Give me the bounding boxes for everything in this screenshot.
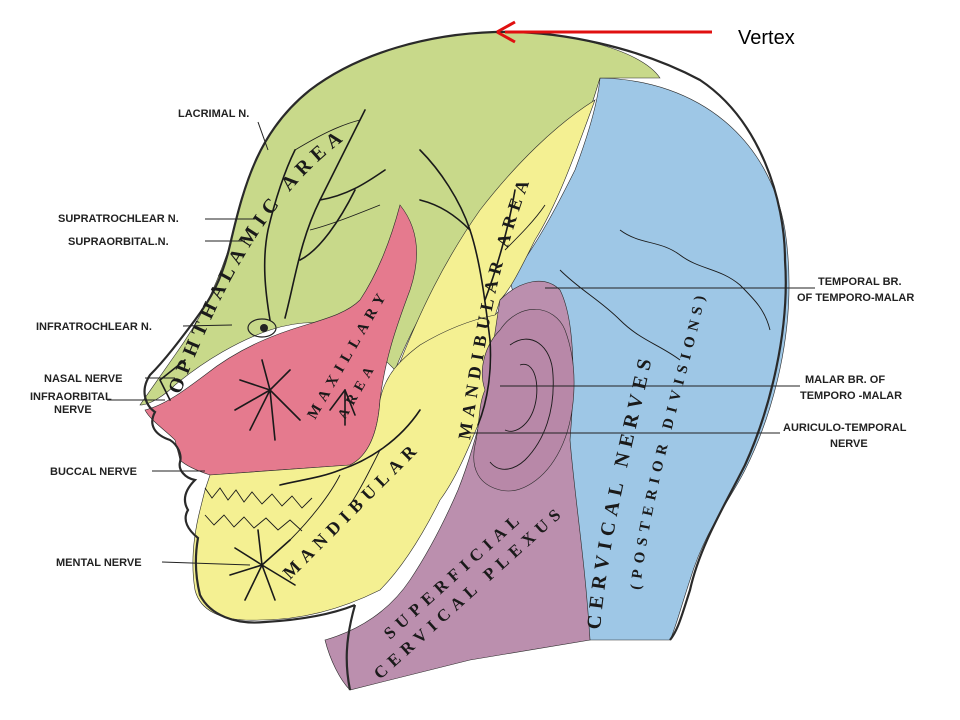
ear-helix <box>489 338 554 470</box>
label-infraorbital: INFRAORBITAL <box>30 391 112 403</box>
ear-antihelix <box>504 364 538 432</box>
label-supratrochlear: SUPRATROCHLEAR N. <box>58 213 179 225</box>
label-auriculo-temporal: AURICULO-TEMPORAL <box>783 422 907 434</box>
vertex-label: Vertex <box>738 27 795 49</box>
label-temporo-malar: OF TEMPORO-MALAR <box>797 292 914 304</box>
label-nasal: NASAL NERVE <box>44 373 122 385</box>
label-malar-br: MALAR BR. OF <box>805 374 885 386</box>
teeth <box>204 487 313 509</box>
face-profile <box>143 30 496 624</box>
mandibular-region <box>192 299 511 621</box>
eye-pupil <box>260 324 268 332</box>
label-supraorbital: SUPRAORBITAL.N. <box>68 236 169 248</box>
label-infraorbital-nerve: NERVE <box>54 404 92 416</box>
label-buccal: BUCCAL NERVE <box>50 466 137 478</box>
maxillary-region <box>144 204 417 476</box>
head-outline <box>494 30 787 641</box>
label-auriculo-nerve: NERVE <box>830 438 868 450</box>
label-temporal-br: TEMPORAL BR. <box>818 276 902 288</box>
nerve-branches <box>159 109 771 601</box>
label-mental: MENTAL NERVE <box>56 557 142 569</box>
label-temporo-malar-2: TEMPORO -MALAR <box>800 390 902 402</box>
label-lacrimal: LACRIMAL N. <box>178 108 249 120</box>
label-infratrochlear: INFRATROCHLEAR N. <box>36 321 152 333</box>
teeth-lower <box>204 514 303 532</box>
neck-outline <box>345 604 357 691</box>
eye <box>247 318 277 338</box>
vertex-arrow-head <box>496 20 516 44</box>
leader-lines <box>107 121 815 566</box>
